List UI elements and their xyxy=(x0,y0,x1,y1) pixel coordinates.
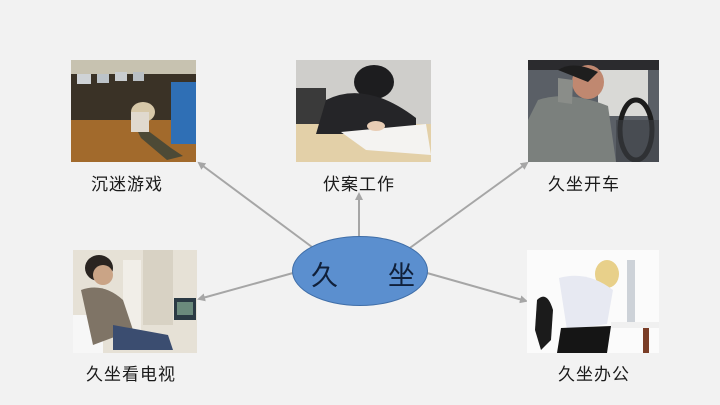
photo-tv xyxy=(73,250,197,353)
center-node xyxy=(292,236,428,306)
arrow-to-tv xyxy=(197,272,294,302)
arrow-to-gaming xyxy=(197,161,313,248)
center-label-char-2: 坐 xyxy=(388,261,415,292)
arrow-to-driving xyxy=(406,161,529,251)
photo-driving xyxy=(528,60,659,162)
photo-desk-work xyxy=(296,60,431,162)
photo-office xyxy=(527,250,659,353)
photo-gaming xyxy=(71,60,196,162)
node-label-desk-work: 伏案工作 xyxy=(323,175,395,195)
node-label-gaming: 沉迷游戏 xyxy=(91,175,163,195)
node-label-office: 久坐办公 xyxy=(558,365,630,385)
arrow-to-office xyxy=(426,272,528,304)
center-label-char-1: 久 xyxy=(311,261,338,292)
node-label-tv: 久坐看电视 xyxy=(86,365,176,385)
node-label-driving: 久坐开车 xyxy=(548,175,620,195)
